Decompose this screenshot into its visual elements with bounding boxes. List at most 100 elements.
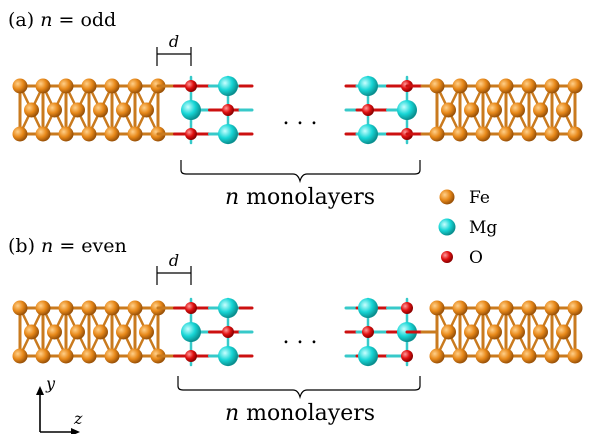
fe-atom bbox=[533, 324, 548, 340]
fe-atom bbox=[12, 348, 28, 364]
mg-atom bbox=[358, 346, 378, 366]
fe-atom bbox=[116, 324, 131, 340]
fe-atom bbox=[452, 348, 468, 364]
fe-atom bbox=[521, 300, 537, 316]
legend-label-fe: Fe bbox=[469, 188, 490, 208]
fe-atom bbox=[104, 300, 120, 316]
fe-atom bbox=[556, 102, 571, 118]
fe-atom bbox=[47, 102, 62, 118]
mg-atom-icon bbox=[438, 218, 456, 236]
fe-atom bbox=[498, 348, 514, 364]
fe-atom bbox=[452, 126, 468, 142]
fe-atom bbox=[58, 300, 74, 316]
panel-b-layers-text: monolayers bbox=[239, 401, 375, 426]
panel-a-rel: = bbox=[52, 9, 80, 31]
fe-atom bbox=[498, 78, 514, 94]
mg-atom bbox=[218, 298, 238, 318]
o-atom bbox=[401, 302, 413, 314]
o-atom bbox=[185, 302, 197, 314]
fe-atom bbox=[510, 324, 525, 340]
fe-atom bbox=[58, 78, 74, 94]
mg-atom bbox=[358, 298, 378, 318]
fe-atom bbox=[567, 300, 583, 316]
fe-atom bbox=[93, 102, 108, 118]
fe-atom bbox=[35, 126, 51, 142]
fe-atom bbox=[567, 78, 583, 94]
fe-atom bbox=[127, 300, 143, 316]
fe-atom bbox=[441, 324, 456, 340]
legend-label-mg: Mg bbox=[469, 218, 497, 238]
o-atom bbox=[362, 104, 374, 116]
legend-label-o: O bbox=[469, 248, 483, 268]
panel-a-structure bbox=[12, 75, 583, 145]
o-atom bbox=[185, 128, 197, 140]
fe-atom bbox=[12, 78, 28, 94]
panel-a: (a) n = odd d . . . n monolayers bbox=[8, 9, 583, 210]
fe-atom bbox=[104, 348, 120, 364]
o-atom bbox=[362, 326, 374, 338]
z-arrowhead-icon bbox=[71, 428, 80, 434]
fe-atom bbox=[487, 324, 502, 340]
panel-b-ellipsis: . . . bbox=[283, 324, 318, 349]
panel-b-spacing-marker: d bbox=[156, 251, 192, 285]
fe-atom bbox=[24, 102, 39, 118]
fe-atom bbox=[12, 300, 28, 316]
panel-b-rel: = bbox=[53, 235, 81, 257]
fe-atom-icon bbox=[439, 189, 455, 205]
fe-atom bbox=[104, 126, 120, 142]
mg-atom bbox=[218, 346, 238, 366]
panel-b: (b) n = even d . . . n monolayers bbox=[8, 235, 583, 426]
fe-atom bbox=[81, 78, 97, 94]
fe-atom bbox=[510, 102, 525, 118]
panel-b-title: (b) n = even bbox=[8, 235, 127, 257]
fe-atom bbox=[81, 126, 97, 142]
fe-atom bbox=[58, 348, 74, 364]
fe-atom bbox=[464, 102, 479, 118]
panel-a-monolayers: n monolayers bbox=[225, 185, 375, 210]
legend-item-mg: Mg bbox=[438, 218, 497, 238]
fe-atom bbox=[475, 126, 491, 142]
fe-atom bbox=[58, 126, 74, 142]
fe-atom bbox=[521, 78, 537, 94]
fe-atom bbox=[47, 324, 62, 340]
panel-b-monolayers: n monolayers bbox=[225, 401, 375, 426]
fe-atom bbox=[521, 126, 537, 142]
legend-item-fe: Fe bbox=[439, 188, 490, 208]
fe-atom bbox=[544, 126, 560, 142]
fe-atom bbox=[81, 348, 97, 364]
fe-atom bbox=[533, 102, 548, 118]
panel-a-spacing-label: d bbox=[169, 32, 179, 51]
panel-b-var: n bbox=[41, 235, 53, 257]
fe-atom bbox=[464, 324, 479, 340]
panel-b-value: even bbox=[81, 235, 126, 257]
mg-atom bbox=[397, 100, 417, 120]
panel-b-prefix: (b) bbox=[8, 235, 41, 257]
fe-atom bbox=[452, 300, 468, 316]
fe-atom bbox=[127, 348, 143, 364]
fe-atom bbox=[475, 78, 491, 94]
o-atom bbox=[222, 104, 234, 116]
mg-atom bbox=[358, 76, 378, 96]
panel-b-spacing-label: d bbox=[169, 251, 179, 270]
panel-a-layers-text: monolayers bbox=[239, 185, 375, 210]
fe-atom bbox=[567, 126, 583, 142]
fe-atom bbox=[127, 126, 143, 142]
panel-a-title: (a) n = odd bbox=[8, 9, 116, 31]
fe-atom bbox=[429, 300, 445, 316]
fe-atom bbox=[81, 300, 97, 316]
panel-a-brace bbox=[180, 160, 421, 184]
fe-atom bbox=[544, 300, 560, 316]
fe-atom bbox=[116, 102, 131, 118]
panel-a-layers-var: n bbox=[225, 185, 239, 210]
fe-atom bbox=[70, 324, 85, 340]
o-atom bbox=[185, 350, 197, 362]
fe-atom bbox=[429, 126, 445, 142]
panel-a-prefix: (a) bbox=[8, 9, 40, 31]
fe-atom bbox=[452, 78, 468, 94]
fe-atom bbox=[429, 348, 445, 364]
fe-atom bbox=[544, 348, 560, 364]
fe-atom bbox=[35, 348, 51, 364]
fe-atom bbox=[104, 78, 120, 94]
fe-atom bbox=[521, 348, 537, 364]
